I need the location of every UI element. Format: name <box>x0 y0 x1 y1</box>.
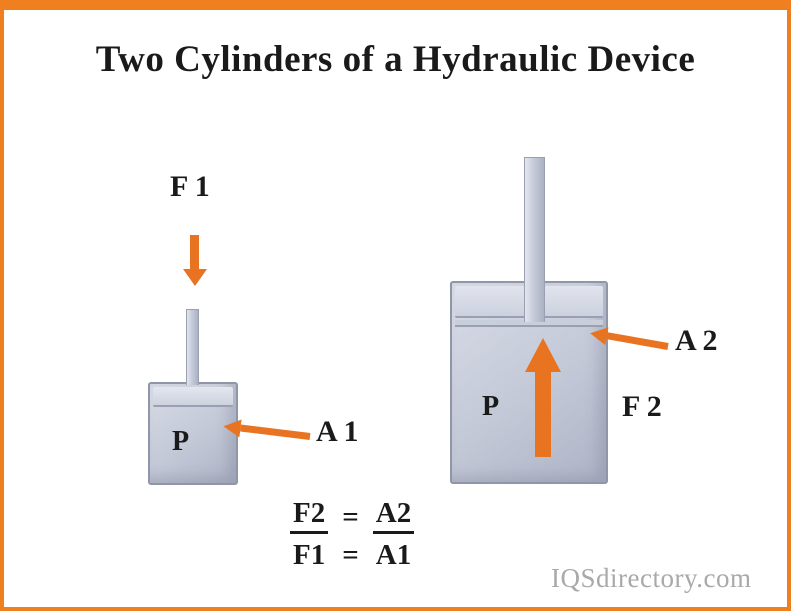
area-2-label: A 2 <box>675 324 718 357</box>
force-down-arrow-icon <box>183 235 207 286</box>
area-2-pointer-arrow-icon <box>606 332 669 350</box>
area-1-label: A 1 <box>316 415 359 448</box>
formula-equals-top: = <box>342 501 359 533</box>
formula-denominator-right: A1 <box>375 539 412 571</box>
large-pressure-label: P <box>482 391 500 422</box>
small-piston-rod <box>186 309 199 385</box>
formula-denominator-left: F1 <box>293 539 326 571</box>
area-1-pointer-arrow-icon <box>240 424 311 440</box>
formula-numerator-left: F2 <box>290 497 329 534</box>
force-up-arrow-icon <box>525 338 561 457</box>
small-pressure-label: P <box>172 426 190 457</box>
large-piston <box>455 320 603 327</box>
force-2-label: F 2 <box>622 390 662 423</box>
large-piston-rod <box>524 157 545 322</box>
small-piston <box>153 387 233 407</box>
formula-equals-bottom: = <box>342 539 359 571</box>
force-1-label: F 1 <box>170 170 210 203</box>
formula-numerator-right: A2 <box>372 497 415 534</box>
watermark: IQSdirectory.com <box>551 563 752 593</box>
page-title: Two Cylinders of a Hydraulic Device <box>95 39 696 80</box>
formula: F2 = A2 F1 = A1 <box>290 497 415 572</box>
